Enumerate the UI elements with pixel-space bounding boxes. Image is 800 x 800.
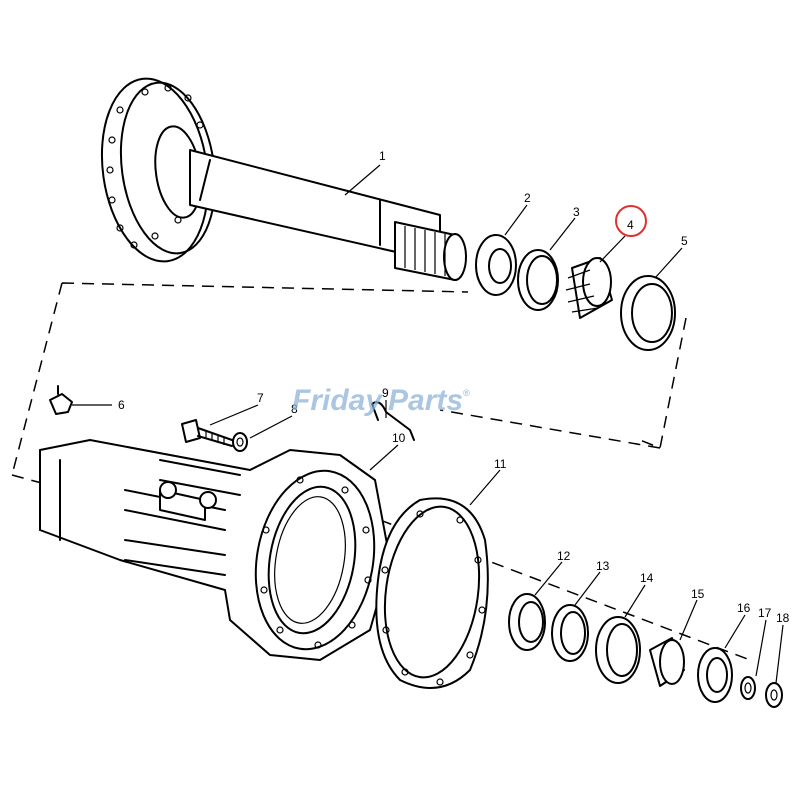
assembly-dashed-line: [11, 282, 751, 661]
callout-labels: 1 2 3 4 5 6 7 8 9 10 11 12 13 14 15 16 1…: [118, 149, 790, 625]
part-bearing-15: [649, 637, 685, 687]
part-bearing-4: [565, 257, 613, 319]
callout-14: 14: [640, 571, 654, 585]
part-ring-3: [517, 249, 559, 311]
callout-1: 1: [379, 149, 386, 163]
part-cup-14: [595, 616, 641, 684]
part-seal-2: [475, 234, 517, 296]
leader-lines: [72, 164, 784, 684]
part-gasket-11: [375, 497, 489, 689]
part-bolt-7: [181, 419, 233, 447]
callout-3: 3: [573, 205, 580, 219]
callout-9: 9: [382, 386, 389, 400]
callout-7: 7: [257, 391, 264, 405]
part-housing-10: [39, 439, 391, 661]
part-ring-13: [551, 604, 589, 662]
part-seal-12: [508, 593, 546, 651]
callout-18: 18: [776, 611, 790, 625]
part-axle-shaft: [100, 77, 467, 281]
part-nut-17: [740, 676, 756, 700]
callout-12: 12: [557, 549, 571, 563]
callout-8: 8: [291, 402, 298, 416]
part-nut-18: [765, 682, 783, 708]
callout-6: 6: [118, 398, 125, 412]
highlight-circle: [615, 205, 647, 237]
part-washer-8: [232, 432, 248, 452]
callout-10: 10: [392, 431, 406, 445]
part-fitting-6: [49, 385, 73, 415]
callout-17: 17: [758, 606, 772, 620]
callout-2: 2: [524, 191, 531, 205]
part-washer-16: [697, 647, 733, 703]
callout-13: 13: [596, 559, 610, 573]
part-cup-5: [620, 275, 676, 351]
callout-4: 4: [627, 218, 634, 232]
watermark-part2: Parts: [388, 384, 463, 417]
watermark-registered: ®: [463, 388, 470, 398]
callout-15: 15: [691, 587, 705, 601]
watermark-part1: Friday: [292, 384, 383, 417]
callout-16: 16: [737, 601, 751, 615]
callout-5: 5: [681, 234, 688, 248]
callout-11: 11: [494, 457, 507, 471]
